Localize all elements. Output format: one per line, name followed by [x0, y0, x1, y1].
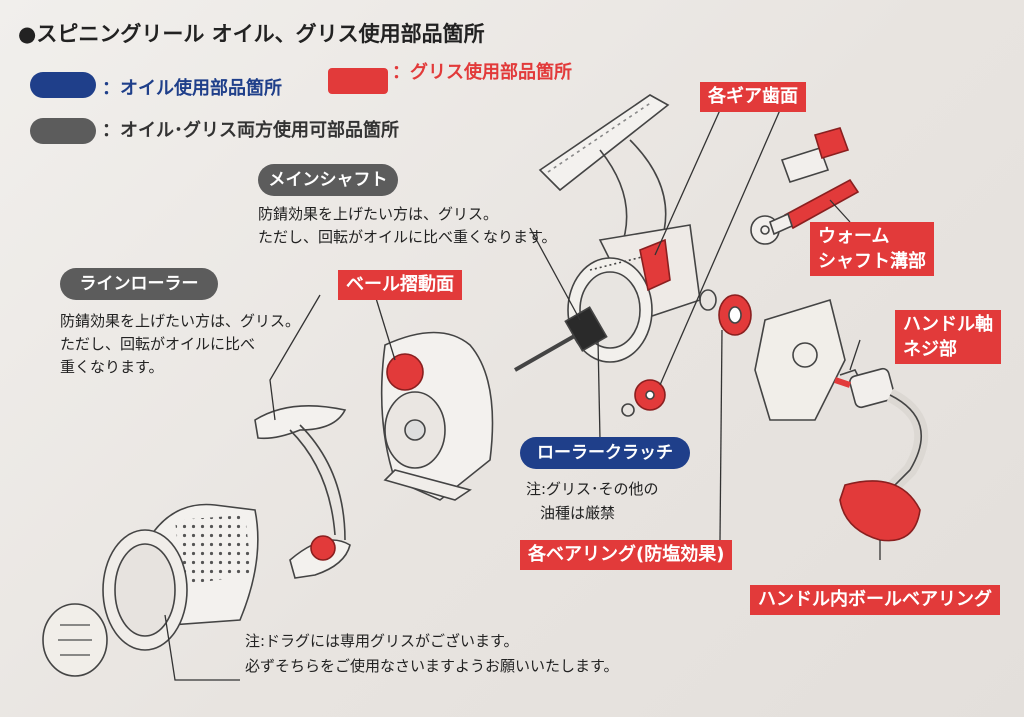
line-roller-label: ラインローラー — [60, 268, 218, 300]
gear-teeth-label: 各ギア歯面 — [700, 82, 806, 112]
bail-slide-label: ベール摺動面 — [338, 270, 462, 300]
bail-arm — [254, 405, 351, 579]
roller-clutch-label: ローラークラッチ — [520, 437, 690, 469]
handle-bearing-label: ハンドル内ボールベアリング — [750, 585, 1000, 615]
grease-swatch — [328, 68, 388, 94]
line-roller-note-line1: 防錆効果を上げたい方は、グリス。 — [60, 312, 301, 330]
reel-foot — [538, 94, 670, 251]
page-title: ●スピニングリール オイル、グリス使用部品箇所 — [18, 22, 485, 46]
oil-swatch — [30, 72, 96, 98]
bearing-right — [718, 294, 752, 336]
handle-shaft-label-line2: ネジ部 — [903, 339, 957, 360]
leader-lines — [164, 109, 881, 681]
worm-shaft — [769, 178, 860, 236]
worm-shaft-label-line1: ウォーム — [818, 226, 890, 247]
side-cover — [754, 298, 846, 421]
line-roller-note-line2: ただし、回転がオイルに比べ — [60, 335, 256, 353]
gear-teeth-red — [639, 238, 671, 292]
main-shaft — [514, 306, 608, 372]
handle-shaft-label: ハンドル軸 ネジ部 — [895, 310, 1001, 364]
rotor — [380, 331, 494, 501]
drag-note-line2: 必ずそちらをご使用なさいますようお願いいたします。 — [245, 657, 619, 675]
main-shaft-note-line2: ただし、回転がオイルに比べ重くなります。 — [258, 228, 557, 246]
handle-shaft-label-line1: ハンドル軸 — [903, 314, 993, 335]
spool — [42, 503, 259, 677]
legend-both-label: ：オイル･グリス両方使用可部品箇所 — [102, 120, 399, 141]
washer — [621, 403, 635, 417]
main-shaft-label: メインシャフト — [258, 164, 398, 196]
bearings-label: 各ベアリング(防塩効果) — [520, 540, 733, 570]
pinion-gear — [780, 127, 850, 183]
ring-spacer — [699, 289, 717, 311]
roller-clutch-note-line1: 注:グリス･その他の — [526, 480, 659, 498]
legend-oil-label: ：オイル使用部品箇所 — [102, 78, 282, 99]
drag-note-line1: 注:ドラグには専用グリスがございます。 — [245, 632, 519, 650]
legend-grease-label: ：グリス使用部品箇所 — [392, 62, 572, 83]
line-roller-note-line3: 重くなります。 — [60, 358, 164, 376]
both-swatch — [30, 118, 96, 144]
worm-shaft-label-line2: シャフト溝部 — [818, 251, 926, 272]
main-shaft-note-line1: 防錆効果を上げたい方は、グリス。 — [258, 205, 499, 223]
small-gear-lower — [634, 379, 666, 411]
handle — [834, 367, 929, 542]
roller-clutch-note-line2: 油種は厳禁 — [540, 504, 616, 522]
worm-shaft-label: ウォーム シャフト溝部 — [810, 222, 934, 276]
